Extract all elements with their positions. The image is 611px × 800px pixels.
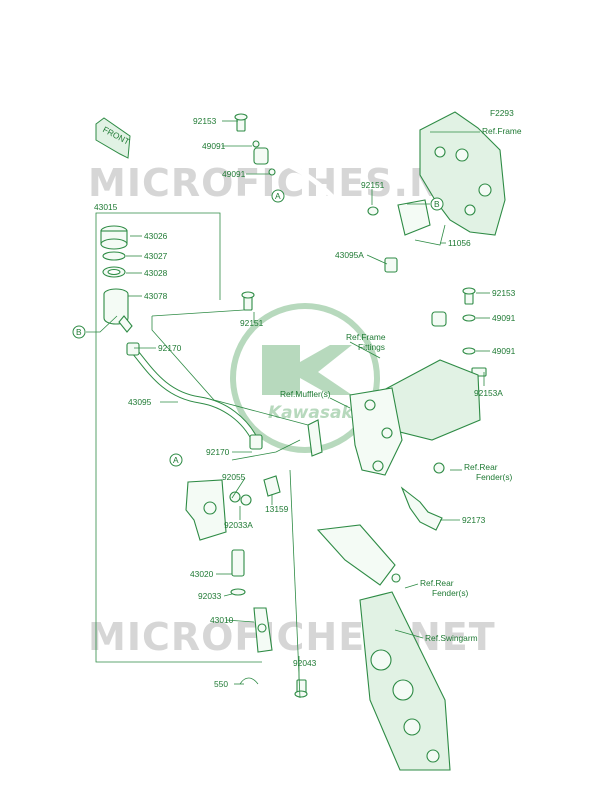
- part-92033a: 92033A: [224, 520, 253, 530]
- callout-b-right: B: [430, 197, 444, 211]
- ref-frame: Ref.Frame: [482, 126, 522, 136]
- callout-a-top: A: [271, 189, 285, 203]
- part-92170-b: 92170: [206, 447, 230, 457]
- part-43095a: 43095A: [335, 250, 364, 260]
- part-43010: 43010: [210, 615, 234, 625]
- callout-a-left: A: [169, 453, 183, 467]
- ref-muffler: Ref.Muffler(s): [280, 389, 331, 399]
- ref-swingarm: Ref.Swingarm: [425, 633, 478, 643]
- part-labels: 92153 49091 49091 43015 43026 43027 4302…: [94, 116, 516, 689]
- svg-text:A: A: [173, 455, 179, 465]
- part-92043: 92043: [293, 658, 317, 668]
- swingarm: [359, 591, 451, 771]
- upper-hose: [253, 147, 447, 327]
- svg-text:B: B: [434, 199, 440, 209]
- part-49091-d: 49091: [492, 346, 516, 356]
- part-92151-a: 92151: [361, 180, 385, 190]
- front-arrow-icon: FRONT: [95, 117, 131, 159]
- part-49091-c: 49091: [492, 313, 516, 323]
- part-92173: 92173: [462, 515, 486, 525]
- svg-text:A: A: [275, 191, 281, 201]
- master-cylinder: [185, 479, 308, 698]
- part-43027: 43027: [144, 251, 168, 261]
- part-13159: 13159: [265, 504, 289, 514]
- callout-b-left: B: [72, 325, 86, 339]
- reservoir-group: [95, 212, 221, 333]
- part-92055: 92055: [222, 472, 246, 482]
- part-43020: 43020: [190, 569, 214, 579]
- logo-text: Kawasaki: [268, 403, 360, 423]
- part-92151-b: 92151: [240, 318, 264, 328]
- part-550: 550: [214, 679, 228, 689]
- part-43026: 43026: [144, 231, 168, 241]
- part-43015: 43015: [94, 202, 118, 212]
- part-92033: 92033: [198, 591, 222, 601]
- part-92153a: 92153A: [474, 388, 503, 398]
- part-43028: 43028: [144, 268, 168, 278]
- part-11056: 11056: [448, 238, 471, 248]
- watermark-bottom: MICROFICHES.NET: [88, 615, 496, 659]
- svg-text:B: B: [76, 327, 82, 337]
- part-49091-a: 49091: [202, 141, 226, 151]
- part-49091-b: 49091: [222, 169, 246, 179]
- leader-lines: [86, 120, 490, 699]
- footpeg-bracket: [263, 359, 481, 497]
- part-43078: 43078: [144, 291, 168, 301]
- part-43095: 43095: [128, 397, 152, 407]
- part-92153-right: 92153: [492, 288, 516, 298]
- kawasaki-logo: Kawasaki: [230, 303, 380, 453]
- figure-code: F2293: [490, 108, 514, 118]
- lower-hose: [126, 342, 263, 450]
- part-92170-a: 92170: [158, 343, 182, 353]
- part-92153-top: 92153: [193, 116, 217, 126]
